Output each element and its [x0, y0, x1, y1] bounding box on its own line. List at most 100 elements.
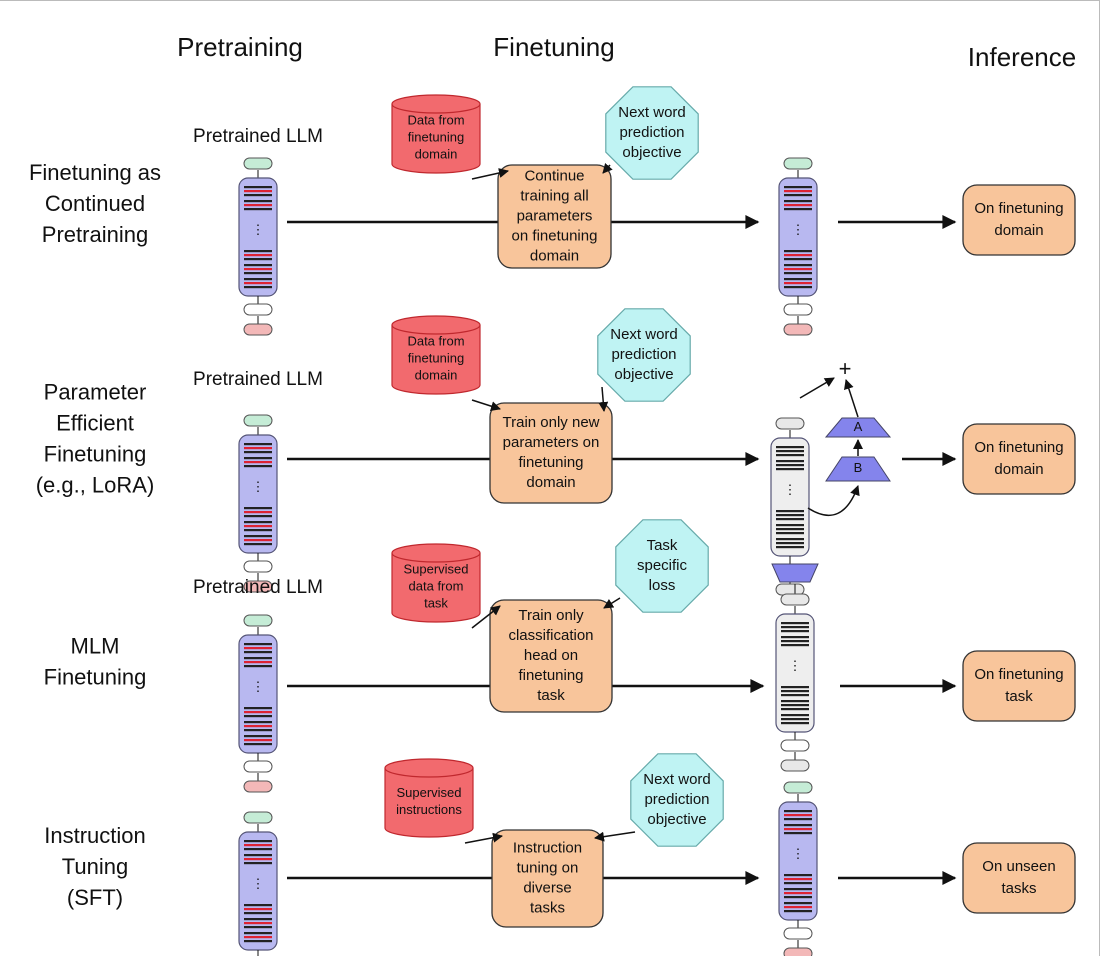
data-label: finetuning — [408, 129, 464, 144]
objective-label: Next word — [618, 104, 686, 121]
row-label-line: (e.g., LoRA) — [36, 472, 155, 497]
process-label: head on — [524, 647, 578, 664]
data-label: finetuning — [408, 350, 464, 365]
data-arrow — [471, 168, 509, 180]
data-label: Data from — [407, 112, 464, 127]
pretrained-llm-label: Pretrained LLM — [193, 577, 323, 598]
row-label-line: Finetuning — [44, 664, 147, 689]
svg-text:⋮: ⋮ — [792, 846, 805, 861]
objective-label: objective — [622, 144, 681, 161]
pretrained-model: ⋮ — [238, 414, 278, 593]
rows-layer: Finetuning as ContinuedPretrainingPretrai… — [29, 86, 1076, 956]
inference-label: On finetuning — [974, 666, 1063, 683]
objective-arrow — [598, 386, 609, 412]
process-label: on finetuning — [512, 227, 598, 244]
inference-box: On finetuning task — [962, 650, 1076, 722]
objective-octagon: Next word prediction objective — [605, 86, 699, 180]
objective-label: objective — [647, 811, 706, 828]
row-label-line: Finetuning — [44, 441, 147, 466]
objective-label: objective — [614, 366, 673, 383]
data-arrow — [471, 399, 501, 412]
process-label: tasks — [530, 899, 565, 916]
input-to-b-arrow — [807, 485, 860, 517]
objective-label: Next word — [643, 771, 711, 788]
inference-label: domain — [994, 222, 1043, 239]
svg-text:⋮: ⋮ — [784, 482, 797, 497]
data-label: instructions — [396, 802, 462, 817]
process-label: parameters on — [503, 434, 600, 451]
pretrained-llm-label: Pretrained LLM — [193, 369, 323, 390]
row-label-line: Instruction — [44, 823, 146, 848]
data-label: domain — [415, 146, 458, 161]
plus-sign: + — [839, 356, 852, 381]
process-label: Train only new — [503, 414, 600, 431]
process-label: domain — [526, 474, 575, 491]
data-cylinder: Data from finetuning domain — [391, 94, 481, 174]
row-label-line: Pretraining — [42, 222, 148, 247]
header-inference: Inference — [968, 42, 1076, 72]
objective-label: prediction — [619, 124, 684, 141]
process-label: Train only — [518, 607, 584, 624]
adapter-a-label: A — [854, 419, 863, 434]
process-label: Continue — [524, 167, 584, 184]
row-label-line: Efficient — [56, 410, 134, 435]
svg-text:⋮: ⋮ — [252, 876, 265, 891]
data-arrow — [471, 605, 501, 629]
process-label: Instruction — [513, 839, 582, 856]
data-cylinder: Supervised instructions — [384, 758, 474, 838]
inference-box: On finetuning domain — [962, 423, 1076, 495]
process-box: Train only new parameters on finetuning dom… — [489, 402, 613, 504]
process-label: tuning on — [517, 859, 579, 876]
objective-label: specific — [637, 557, 688, 574]
data-arrow — [464, 832, 503, 844]
data-label: Data from — [407, 333, 464, 348]
data-label: task — [424, 595, 448, 610]
data-label: Supervised — [403, 561, 468, 576]
svg-text:⋮: ⋮ — [792, 222, 805, 237]
objective-octagon: Next word prediction objective — [597, 308, 691, 402]
adapter-b-label: B — [854, 460, 863, 475]
finetuned-model: ⋮ — [771, 563, 819, 772]
process-label: finetuning — [518, 454, 583, 471]
pretrained-model: ⋮ — [238, 811, 278, 956]
model-to-plus-arrow — [799, 377, 835, 399]
svg-text:⋮: ⋮ — [252, 679, 265, 694]
pretrained-model: ⋮ — [238, 157, 278, 336]
inference-box: On finetuning domain — [962, 184, 1076, 256]
objective-label: loss — [649, 577, 676, 594]
row-label-line: Parameter — [44, 379, 147, 404]
svg-text:⋮: ⋮ — [252, 222, 265, 237]
objective-label: prediction — [611, 346, 676, 363]
finetuned-model: ⋮ — [778, 157, 818, 336]
finetuned-model: ⋮ — [778, 781, 818, 956]
process-label: classification — [508, 627, 593, 644]
row-label-line: Continued — [45, 191, 145, 216]
inference-label: domain — [994, 461, 1043, 478]
row-label-line: (SFT) — [67, 885, 123, 910]
objective-label: Next word — [610, 326, 678, 343]
process-label: task — [537, 687, 565, 704]
objective-octagon: Task specific loss — [615, 519, 709, 613]
inference-label: On unseen — [982, 858, 1055, 875]
data-label: Supervised — [396, 785, 461, 800]
finetuned-model: ⋮ — [770, 417, 810, 596]
row-label-line: Tuning — [62, 854, 128, 879]
pretrained-model: ⋮ — [238, 614, 278, 793]
inference-label: On finetuning — [974, 439, 1063, 456]
row-label-line: Finetuning as — [29, 160, 161, 185]
inference-label: On finetuning — [974, 200, 1063, 217]
objective-label: Task — [647, 537, 678, 554]
data-label: domain — [415, 367, 458, 382]
inference-label: task — [1005, 688, 1033, 705]
process-label: training all — [520, 187, 588, 204]
objective-arrow — [594, 831, 636, 842]
